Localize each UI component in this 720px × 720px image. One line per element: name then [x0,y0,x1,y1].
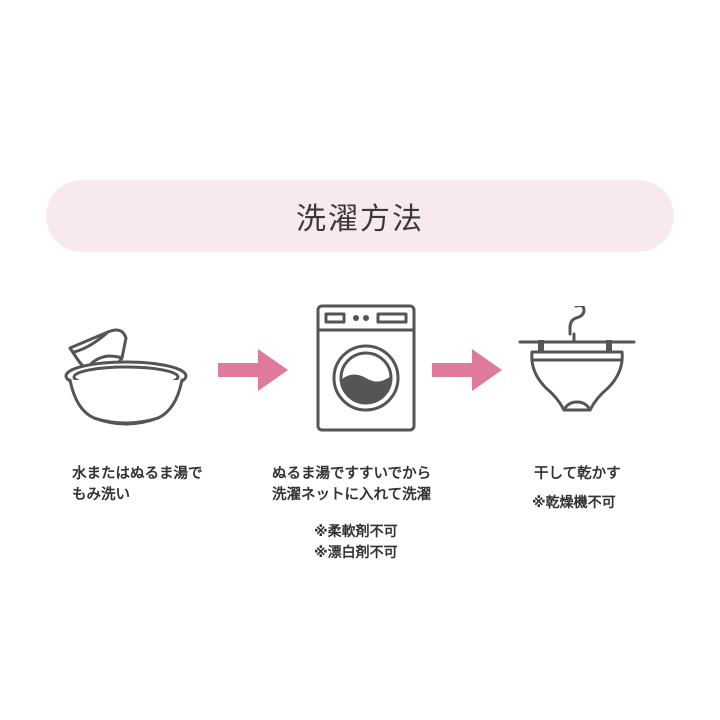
step-2-caption: ぬるま湯ですすいでから 洗濯ネットに入れて洗濯 [272,464,431,506]
step-1-line-1: 水またはぬるま湯で [72,466,203,482]
basin-with-underwear-icon [64,318,192,430]
step-2-notes: ※柔軟剤不可 ※漂白剤不可 [314,522,398,564]
arrow-right-icon [432,349,502,391]
step-2-line-2: 洗濯ネットに入れて洗濯 [272,487,432,503]
step-2-note-2: ※漂白剤不可 [314,545,398,561]
hanging-underwear-icon [518,306,636,418]
step-3-line-1: 干して乾かす [534,466,621,482]
step-1-caption: 水またはぬるま湯で もみ洗い [72,464,203,506]
title-banner: 洗濯方法 [46,180,674,252]
washing-machine-icon [316,304,416,432]
step-3-note-1: ※乾燥機不可 [532,495,616,511]
step-1-line-2: もみ洗い [72,487,130,503]
step-2-note-1: ※柔軟剤不可 [314,524,398,540]
arrow-right-icon [218,349,288,391]
step-2-line-1: ぬるま湯ですすいでから [272,466,432,482]
page-title: 洗濯方法 [296,202,424,237]
step-3-notes: ※乾燥機不可 [532,493,616,514]
step-3-caption: 干して乾かす [534,464,621,485]
